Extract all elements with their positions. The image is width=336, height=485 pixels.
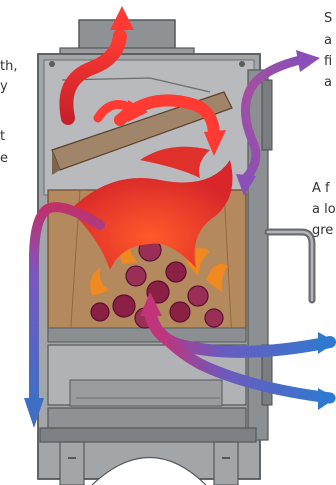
left-text-fragment-3: t: [0, 128, 5, 146]
right-text-fragment-1: S: [324, 10, 332, 28]
right-text-fragment-5: A f: [312, 180, 330, 198]
right-text-fragment-6: a lo: [312, 201, 336, 219]
right-text-fragment-4: a: [324, 74, 332, 92]
right-text-fragment-7: gre: [312, 222, 333, 240]
left-text-fragment-1: th,: [0, 58, 17, 76]
right-text-fragment-3: fi: [324, 53, 332, 71]
right-text-fragment-2: a: [324, 32, 332, 50]
left-text-fragment-2: y: [0, 78, 8, 96]
left-text-fragment-4: e: [0, 150, 8, 168]
ash-pan: [40, 345, 256, 442]
